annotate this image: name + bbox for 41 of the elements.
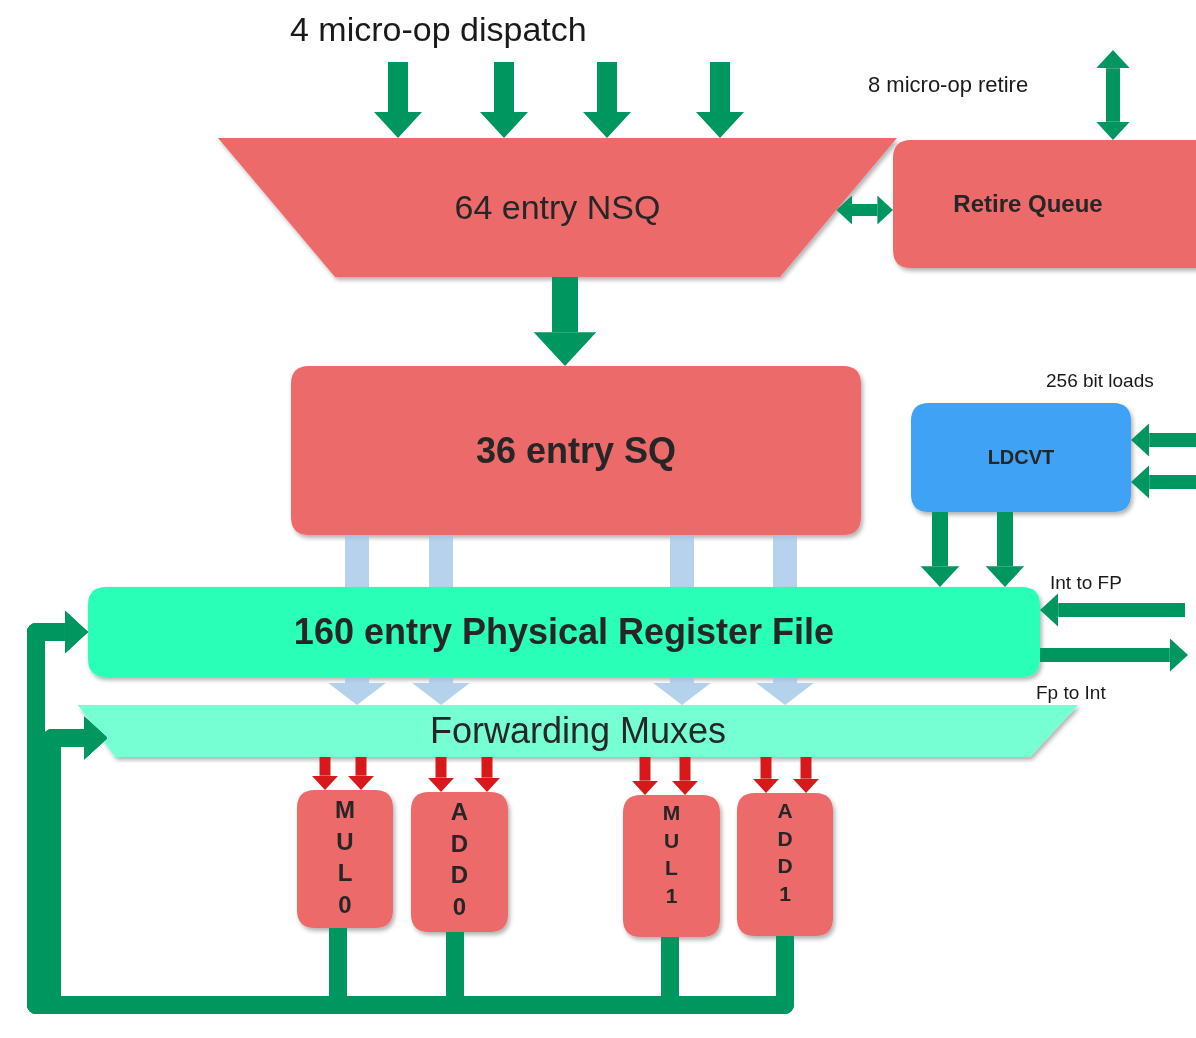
unit-label: MUL1 (661, 800, 682, 910)
arrow (920, 512, 960, 587)
arrow (696, 62, 744, 138)
arrow (671, 757, 699, 795)
arrow (374, 62, 422, 138)
block-label: Forwarding Muxes (429, 710, 727, 752)
annotation-label: 4 micro-op dispatch (290, 10, 587, 49)
arrow (328, 677, 386, 705)
block-label: LDCVT (987, 446, 1055, 469)
arrow (653, 677, 711, 705)
arrow (756, 677, 814, 705)
block-label: Retire Queue (953, 190, 1103, 218)
arrow (1040, 638, 1188, 672)
arrow (412, 677, 470, 705)
annotation-label: 256 bit loads (1046, 370, 1154, 392)
arrow (480, 62, 528, 138)
unit-label: ADD1 (776, 798, 794, 908)
annotation-label: 8 micro-op retire (868, 72, 1029, 98)
arrow (1131, 423, 1196, 457)
unit-label: MUL0 (334, 795, 356, 920)
arrow (533, 277, 597, 366)
arrow (347, 757, 375, 790)
arrow (752, 757, 780, 793)
arrow (836, 195, 893, 225)
block-label: 160 entry Physical Register File (293, 611, 835, 653)
arrow (792, 757, 820, 793)
arrow (631, 757, 659, 795)
arrow (427, 757, 455, 792)
block-label: 64 entry NSQ (454, 188, 661, 227)
arrow (1096, 50, 1130, 140)
arrow (43, 716, 794, 1014)
arrow (473, 757, 501, 792)
annotation-label: Fp to Int (1036, 682, 1106, 704)
arrow (311, 757, 339, 790)
annotation-label: Int to FP (1050, 572, 1122, 594)
unit-label: ADD0 (449, 797, 470, 922)
arrow (583, 62, 631, 138)
arrow (1131, 465, 1196, 499)
arrow (1040, 593, 1185, 627)
arrow (985, 512, 1025, 587)
block-label: 36 entry SQ (475, 429, 677, 472)
